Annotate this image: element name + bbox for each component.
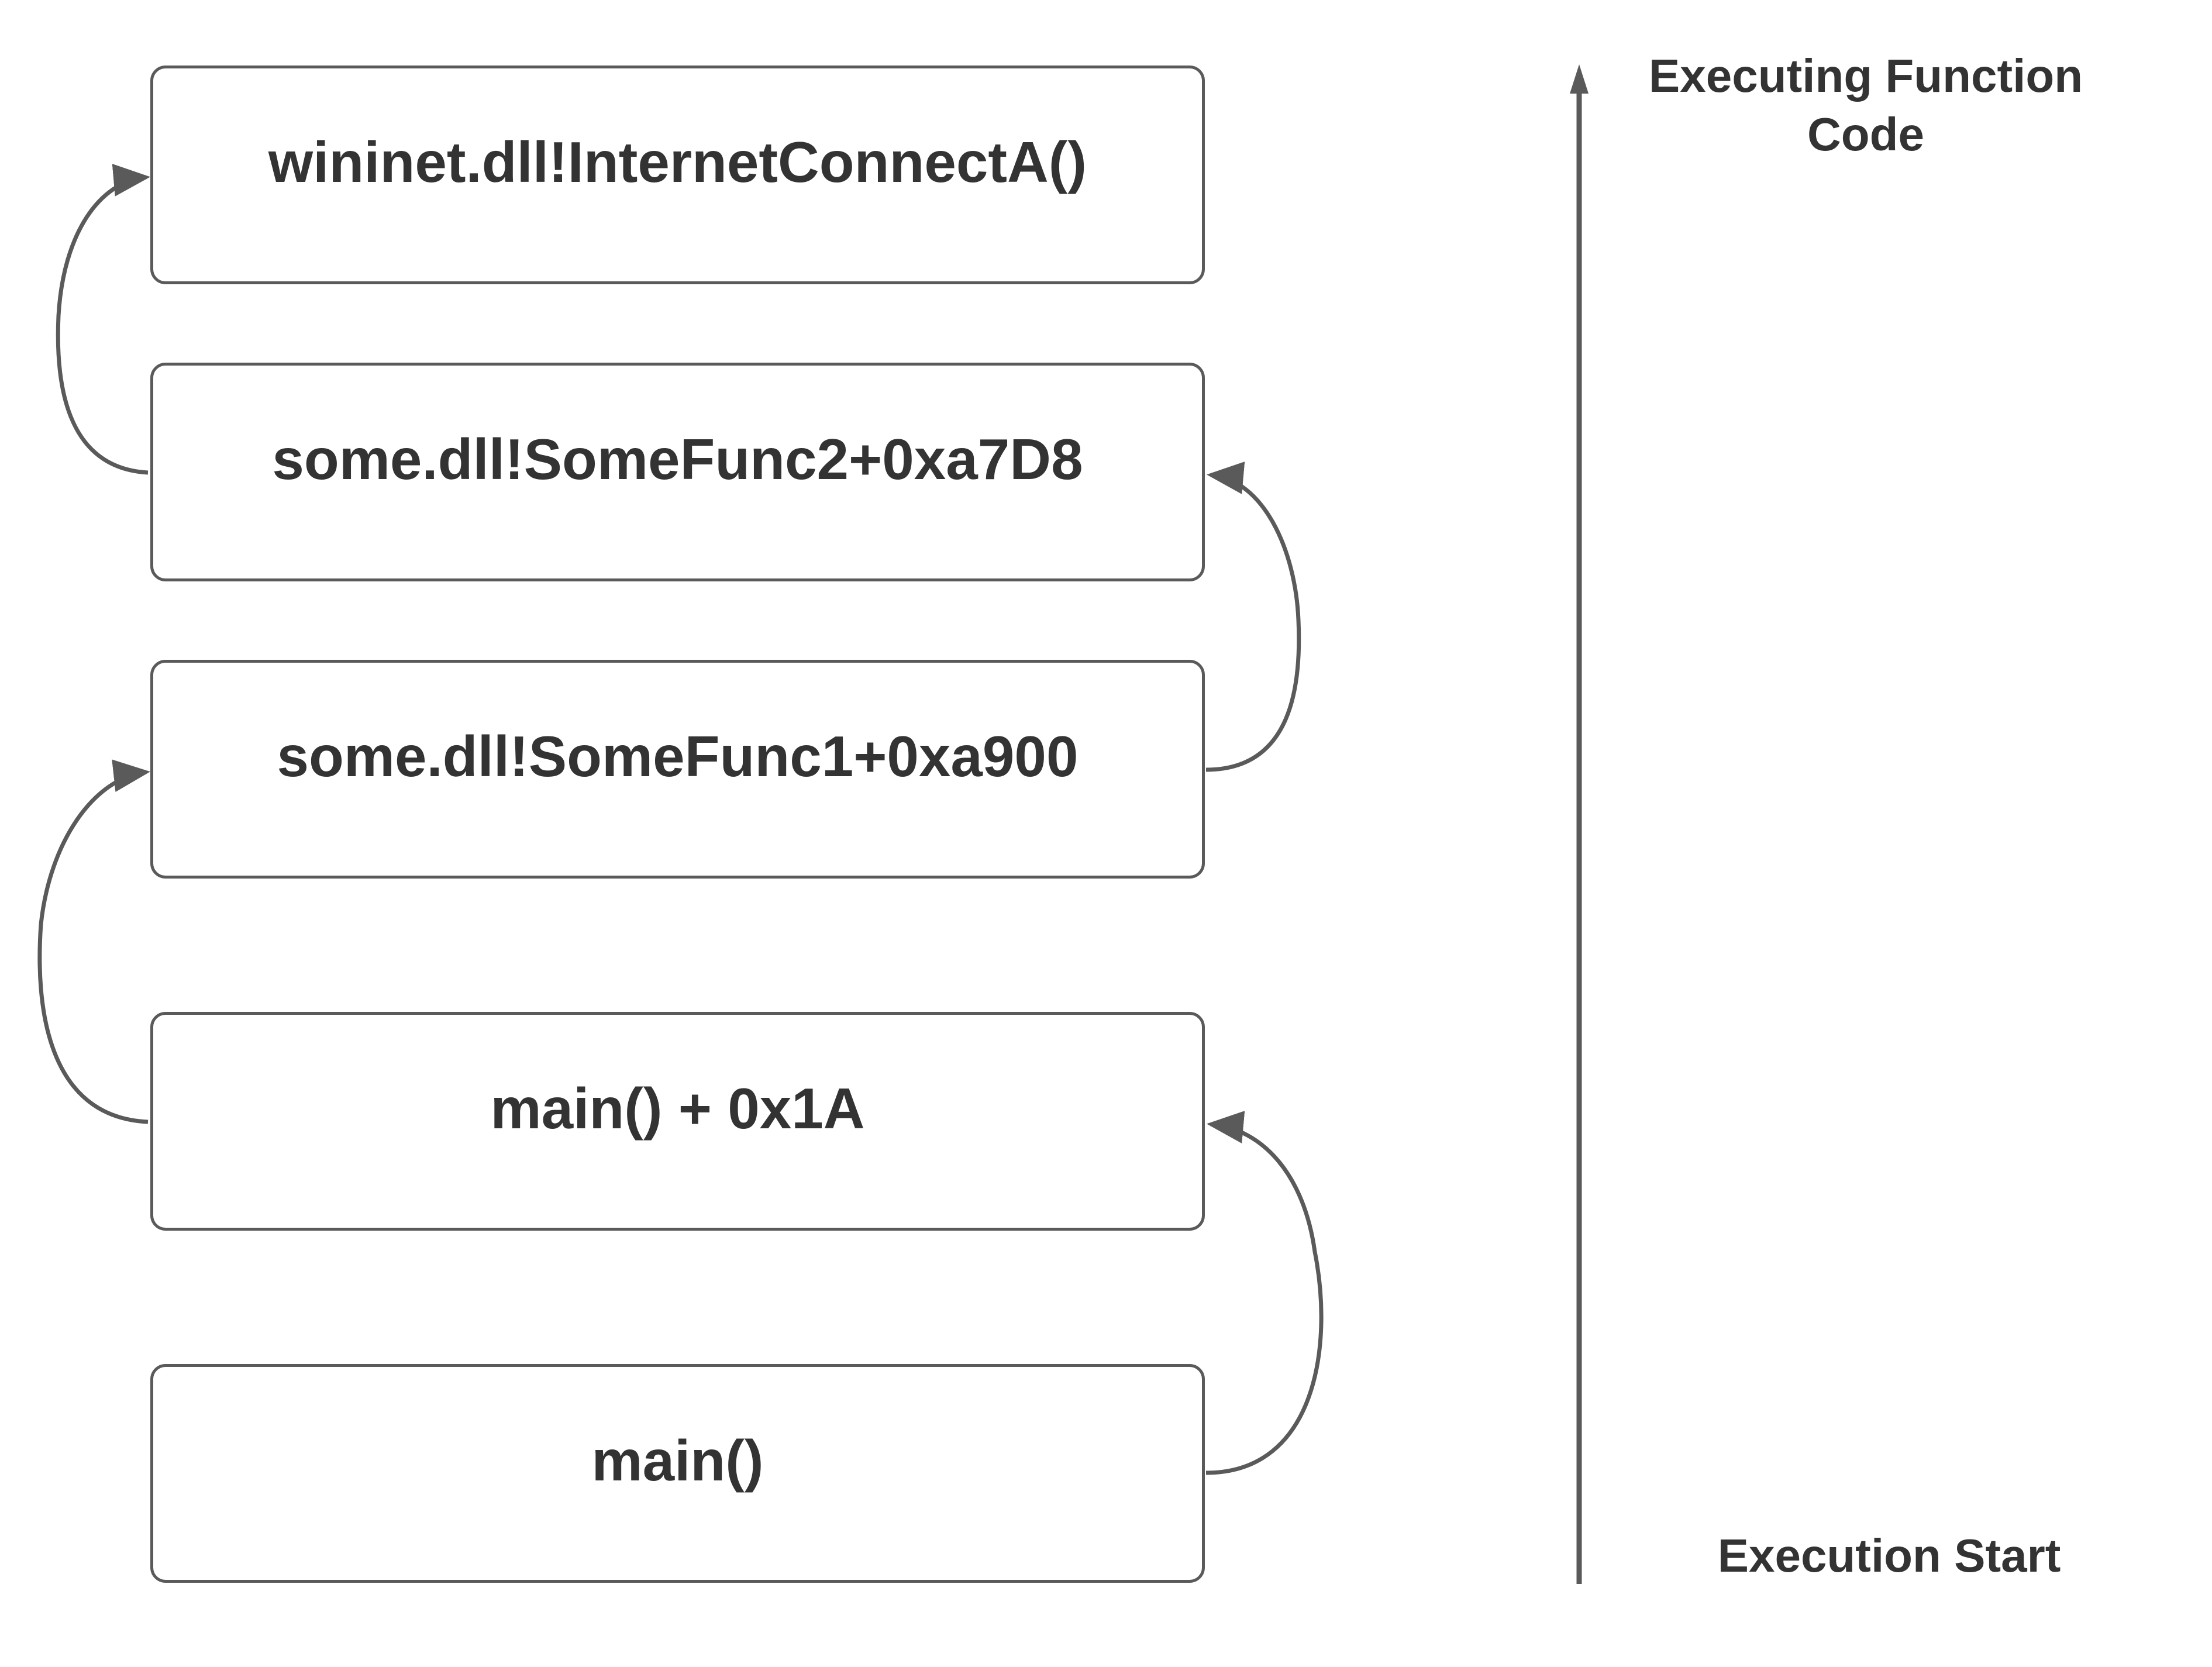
stack-frame-label: some.dll!SomeFunc1+0xa900 bbox=[277, 724, 1079, 788]
stack-frame-label: some.dll!SomeFunc2+0xa7D8 bbox=[272, 427, 1083, 491]
call-arrow-main-to-main-offset bbox=[1205, 1111, 1324, 1475]
call-arrow-main-offset-to-somefunc1 bbox=[37, 759, 150, 1124]
stack-frame-label: wininet.dll!InternetConnectA() bbox=[268, 130, 1087, 194]
stack-frame-somefunc1: some.dll!SomeFunc1+0xa900 bbox=[150, 660, 1205, 879]
axis-top-label-line1: Executing Function bbox=[1648, 50, 2083, 102]
axis-bottom-label: Execution Start bbox=[1655, 1527, 2123, 1585]
stack-frame-internetconnecta: wininet.dll!InternetConnectA() bbox=[150, 66, 1205, 284]
call-arrow-somefunc2-to-internetconnecta bbox=[56, 164, 150, 475]
execution-axis-arrowhead bbox=[1570, 64, 1589, 94]
stack-frame-main-offset: main() + 0x1A bbox=[150, 1012, 1205, 1231]
axis-top-label-line2: Code bbox=[1807, 108, 1924, 160]
stack-frame-somefunc2: some.dll!SomeFunc2+0xa7D8 bbox=[150, 363, 1205, 581]
call-arrow-somefunc1-to-somefunc2 bbox=[1205, 461, 1301, 772]
stack-frame-label: main() + 0x1A bbox=[490, 1076, 865, 1141]
axis-bottom-label-text: Execution Start bbox=[1717, 1530, 2061, 1582]
stack-frame-label: main() bbox=[591, 1428, 764, 1493]
stack-frame-main: main() bbox=[150, 1364, 1205, 1583]
axis-top-label: Executing Function Code bbox=[1632, 47, 2100, 164]
